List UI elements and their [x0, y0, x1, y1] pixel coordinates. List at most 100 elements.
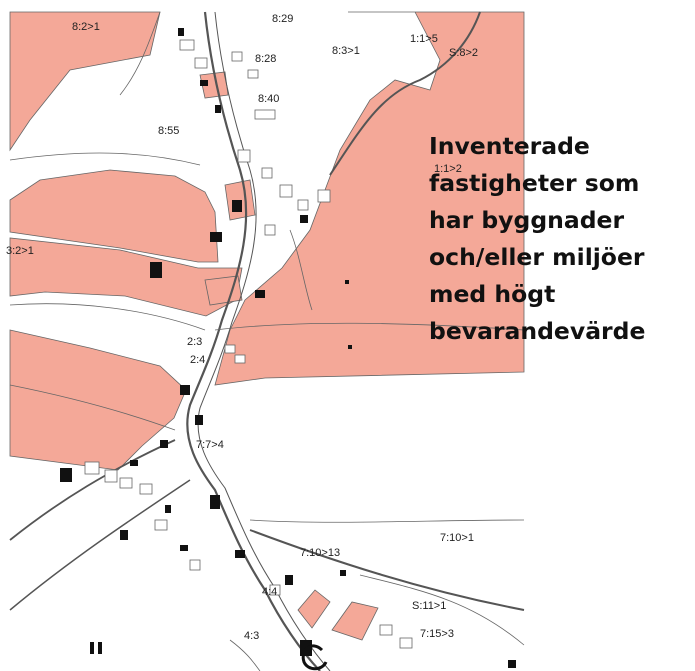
road-south-east	[249, 529, 525, 611]
parcel-outline	[279, 184, 293, 198]
building	[345, 280, 349, 284]
parcel-outline	[154, 519, 168, 531]
parcel-outline	[139, 483, 153, 495]
protected-areas	[9, 11, 525, 641]
parcel-label: 8:28	[255, 53, 276, 65]
legend-line: med högt	[429, 280, 556, 308]
building	[195, 415, 203, 425]
parcel-label: 3:2>1	[6, 245, 34, 257]
parcel-label: 7:10>13	[300, 547, 340, 559]
building	[200, 80, 208, 86]
building	[348, 345, 352, 349]
legend-line: och/eller miljöer	[429, 243, 645, 271]
parcel-label: 2:4	[190, 354, 205, 366]
parcel-outline	[261, 167, 273, 179]
building	[160, 440, 168, 448]
parcel-label: 2:3	[187, 336, 202, 348]
parcel-outline	[269, 584, 281, 596]
buildings	[60, 28, 516, 668]
building	[508, 660, 516, 668]
parcel-outline	[379, 624, 393, 636]
parcel-label: 4:4	[262, 586, 277, 598]
protected-area-southwest	[9, 329, 187, 471]
building	[285, 575, 293, 585]
parcel-line-3	[214, 322, 525, 331]
parcel-outline	[237, 149, 251, 163]
parcel-line-2	[9, 303, 206, 331]
parcel-labels: 8:2>1 8:29 8:28 8:3>1 1:1>5 S:8>2 8:40 8…	[6, 13, 478, 642]
building	[150, 262, 162, 278]
building	[255, 290, 265, 298]
parcel-outline	[231, 51, 243, 62]
parcel-outline	[224, 344, 236, 354]
road-southwest	[9, 479, 191, 611]
parcel-outline	[179, 39, 195, 51]
protected-area-village-3	[204, 275, 243, 306]
building	[210, 232, 222, 242]
building	[165, 505, 171, 513]
parcel-line-5	[289, 229, 313, 311]
legend-line: bevarandevärde	[429, 317, 646, 345]
road-west	[9, 439, 176, 541]
parcel-label: 7:10>1	[440, 532, 474, 544]
parcel-label: 8:40	[258, 93, 279, 105]
parcel-label: 8:3>1	[332, 45, 360, 57]
map-glyph-shape	[301, 644, 328, 671]
parcel-outline	[104, 469, 118, 483]
parcel-line-8	[9, 384, 176, 431]
parcel-label: 8:29	[272, 13, 293, 25]
parcel-outline	[264, 224, 276, 236]
parcel-outline	[317, 189, 331, 203]
parcel-label: S:11>1	[412, 600, 446, 612]
legend-caption: Inventerade fastigheter som har byggnade…	[429, 128, 691, 350]
parcel-line-1	[9, 152, 201, 166]
protected-area-small-south-2	[331, 601, 379, 641]
parcel-label: S:8>2	[449, 47, 478, 59]
parcel-label: 8:2>1	[72, 21, 100, 33]
building	[120, 530, 128, 540]
parcel-outline	[254, 109, 276, 120]
parcel-line-9	[229, 639, 261, 671]
building	[180, 545, 188, 551]
parcel-outline	[234, 354, 246, 364]
building	[98, 642, 102, 654]
parcel-outline	[189, 559, 201, 571]
parcel-outline	[247, 69, 259, 79]
legend-line: fastigheter som	[429, 169, 640, 197]
building	[215, 105, 221, 113]
legend-line: har byggnader	[429, 206, 625, 234]
parcel-label: 7:7>4	[196, 439, 224, 451]
parcel-label: 8:55	[158, 125, 179, 137]
building	[178, 28, 184, 36]
legend-line: Inventerade	[429, 132, 590, 160]
building	[340, 570, 346, 576]
parcel-outline	[399, 637, 413, 649]
building	[130, 460, 138, 466]
protected-area-small-south-1	[297, 589, 331, 629]
parcel-outline	[194, 57, 208, 69]
parcel-label: 7:15>3	[420, 628, 454, 640]
building	[232, 200, 242, 212]
road-northeast	[329, 11, 481, 176]
parcel-line-4	[249, 519, 525, 523]
building	[210, 495, 220, 509]
building	[300, 215, 308, 223]
building	[235, 550, 245, 558]
building	[180, 385, 190, 395]
building	[60, 468, 72, 482]
parcel-label: 4:3	[244, 630, 259, 642]
building	[90, 642, 94, 654]
parcel-outline	[119, 477, 133, 489]
parcel-label: 1:1>5	[410, 33, 438, 45]
parcel-outline	[84, 461, 100, 475]
small-parcels	[84, 39, 413, 649]
protected-area-village-1	[199, 71, 229, 99]
road-main	[186, 11, 321, 671]
parcel-outline	[297, 199, 309, 211]
parcel-label: 1:1>2	[434, 163, 462, 175]
parcel-line-6	[359, 574, 525, 646]
protected-area-west-middle	[9, 169, 219, 263]
parcel-line-7	[119, 11, 161, 96]
